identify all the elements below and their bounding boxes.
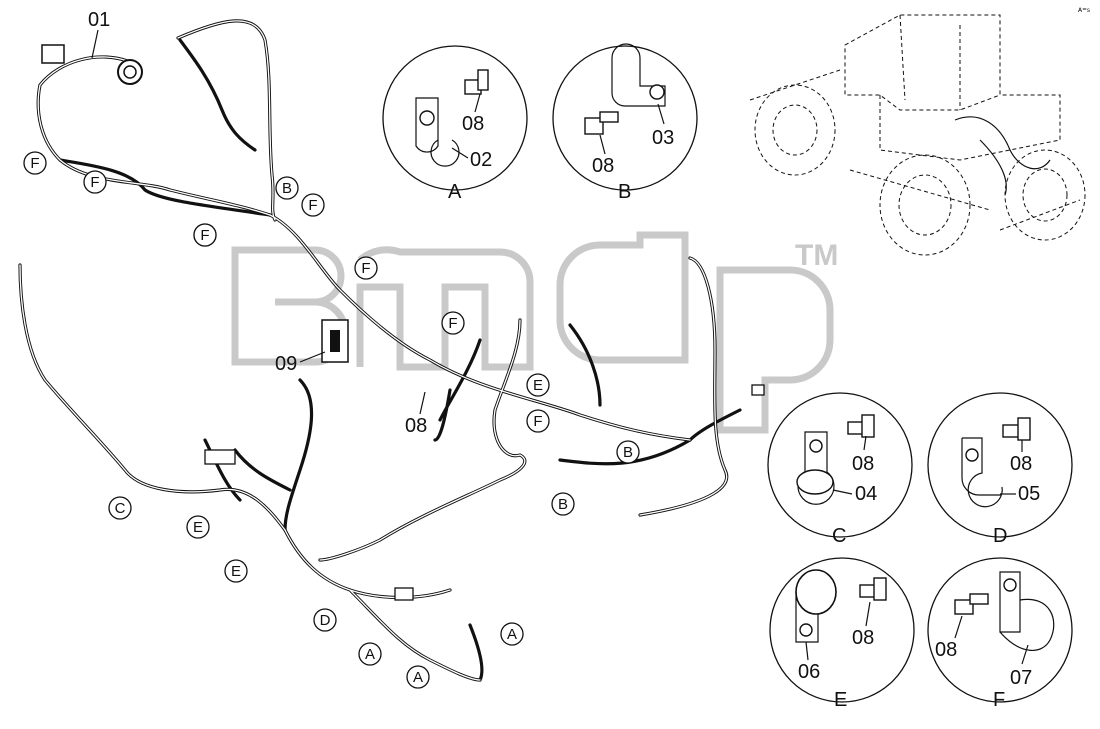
clamp-marker-e: E <box>224 559 248 583</box>
part-label-08-center: 08 <box>405 391 427 437</box>
clamp-marker-b: B <box>616 440 640 464</box>
detail-c-letter: C <box>832 525 846 547</box>
svg-text:E: E <box>231 563 241 580</box>
clamp-marker-b: B <box>275 176 299 200</box>
detail-d-part-1: 08 <box>1010 453 1032 475</box>
detail-d-part-2: 05 <box>1018 483 1040 505</box>
clamp-markers: FFFFBFFFEFBBCEEDAAA <box>23 151 640 689</box>
detail-d-letter: D <box>993 525 1007 547</box>
part-label-09: 09 <box>275 351 326 375</box>
clamp-marker-a: A <box>500 622 524 646</box>
svg-text:F: F <box>90 174 99 191</box>
clamp-marker-f: F <box>301 193 325 217</box>
clamp-marker-f: F <box>193 223 217 247</box>
svg-text:F: F <box>30 155 39 172</box>
part-label-01: 01 <box>88 9 110 59</box>
clamp-marker-f: F <box>354 256 378 280</box>
svg-text:09: 09 <box>275 353 297 375</box>
detail-b-letter: B <box>618 181 631 203</box>
clamp-marker-a: A <box>406 665 430 689</box>
svg-text:F: F <box>200 227 209 244</box>
detail-e-letter: E <box>834 689 847 711</box>
svg-text:E: E <box>533 377 543 394</box>
svg-text:E: E <box>193 519 203 536</box>
clamp-marker-b: B <box>551 492 575 516</box>
trademark-mark: TM <box>795 239 838 272</box>
clamp-marker-c: C <box>108 496 132 520</box>
svg-text:A: A <box>365 646 375 663</box>
svg-text:B: B <box>623 444 633 461</box>
detail-f-part-1: 08 <box>935 639 957 661</box>
svg-text:C: C <box>115 500 126 517</box>
clamp-marker-f: F <box>83 170 107 194</box>
clamp-marker-d: D <box>313 608 337 632</box>
svg-text:B: B <box>282 180 292 197</box>
detail-d: 08 05 D <box>927 392 1073 547</box>
svg-text:F: F <box>448 315 457 332</box>
svg-text:F: F <box>361 260 370 277</box>
svg-text:F: F <box>308 197 317 214</box>
svg-text:B: B <box>558 496 568 513</box>
detail-e-part-2: 08 <box>852 627 874 649</box>
corner-mark: ᴬ⁼ˢ <box>1077 6 1090 16</box>
svg-text:A: A <box>507 626 517 643</box>
clamp-marker-f: F <box>526 409 550 433</box>
detail-f: 08 07 F <box>927 557 1073 711</box>
svg-text:01: 01 <box>88 9 110 31</box>
detail-a-part-2: 02 <box>470 149 492 171</box>
clamp-marker-e: E <box>526 373 550 397</box>
detail-e: 06 08 E <box>769 557 915 711</box>
clamp-marker-f: F <box>23 151 47 175</box>
detail-f-letter: F <box>993 689 1005 711</box>
detail-b-part-2: 08 <box>592 155 614 177</box>
detail-c: 08 04 C <box>767 392 913 547</box>
detail-c-part-1: 08 <box>852 453 874 475</box>
svg-text:A: A <box>413 669 423 686</box>
clamp-marker-f: F <box>441 311 465 335</box>
clamp-marker-e: E <box>186 515 210 539</box>
clamp-marker-a: A <box>358 642 382 666</box>
tractor-location-view: ᴬ⁼ˢ <box>749 6 1090 256</box>
detail-a-part-1: 08 <box>462 113 484 135</box>
detail-a: 08 02 A <box>382 45 528 203</box>
detail-a-letter: A <box>448 181 462 203</box>
detail-b: 08 03 B <box>552 43 698 203</box>
svg-text:08: 08 <box>405 415 427 437</box>
svg-text:F: F <box>533 413 542 430</box>
wiring-harness <box>18 19 765 682</box>
svg-text:D: D <box>320 612 331 629</box>
detail-f-part-2: 07 <box>1010 667 1032 689</box>
detail-c-part-2: 04 <box>855 483 877 505</box>
detail-b-part-3: 03 <box>652 127 674 149</box>
detail-e-part-1: 06 <box>798 661 820 683</box>
